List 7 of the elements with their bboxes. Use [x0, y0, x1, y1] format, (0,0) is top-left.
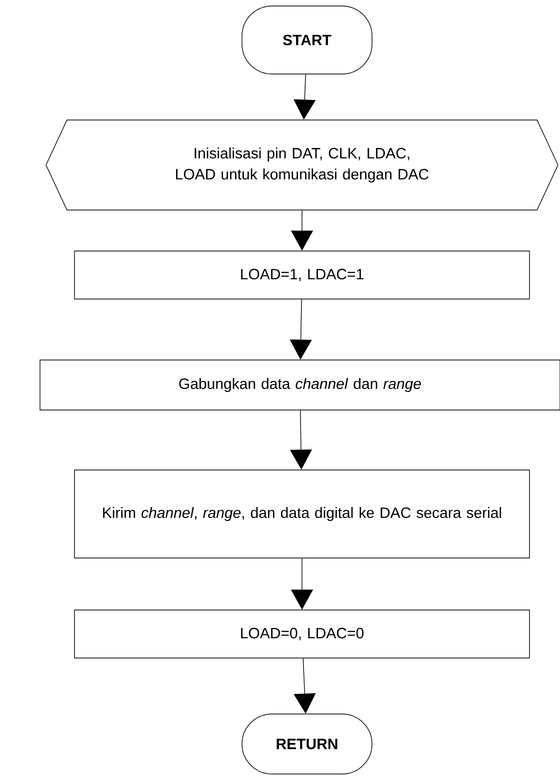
terminal-box: RETURN — [242, 714, 372, 774]
process-box: LOAD=0, LDAC=0 — [74, 610, 530, 658]
process-box: Gabungkan data channel dan range — [40, 360, 560, 410]
process-box: LOAD=1, LDAC=1 — [74, 250, 530, 300]
terminal-box: START — [242, 6, 372, 74]
preparation-hexagon: Inisialisasi pin DAT, CLK, LDAC, LOAD untuk komunikasi dengan DAC — [46, 120, 558, 210]
process-box: Kirim channel, range, dan data digital ke DAC secara serial — [74, 470, 530, 558]
